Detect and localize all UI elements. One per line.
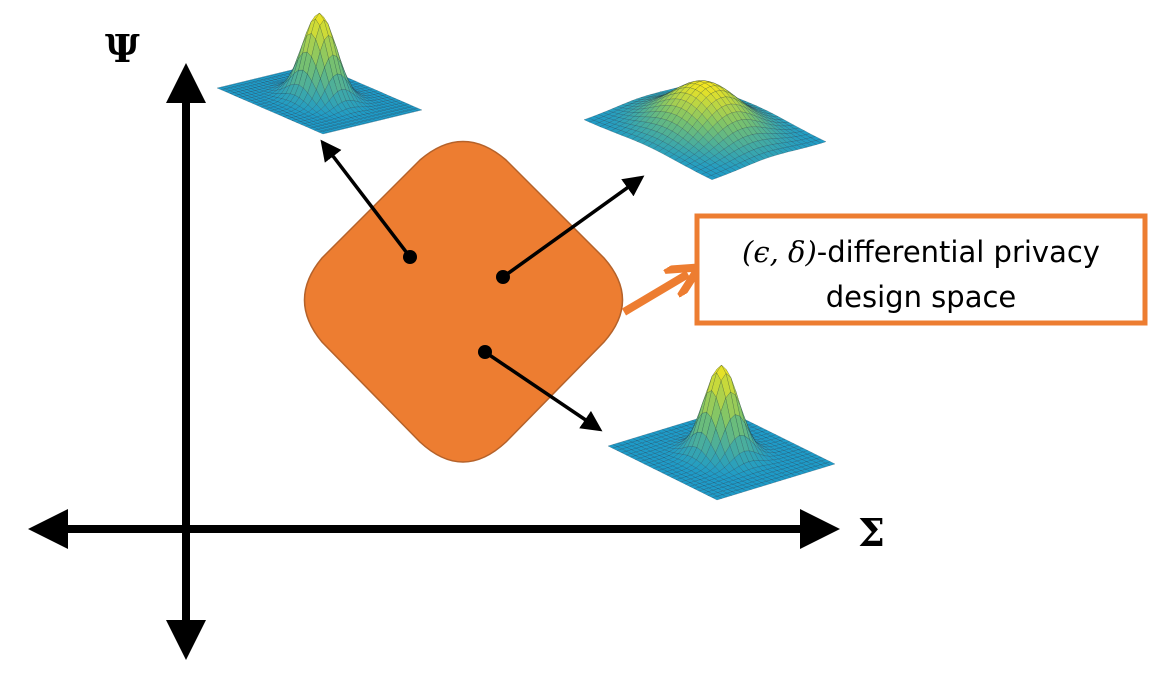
surface-cell	[791, 144, 803, 150]
mapping-arrows	[320, 139, 645, 432]
surface-cell	[731, 489, 743, 495]
surface-cell	[734, 162, 746, 169]
surface-cell	[786, 145, 798, 152]
arrow-2	[501, 175, 645, 279]
callout-line-2: design space	[826, 280, 1017, 314]
surface-cell	[706, 175, 718, 180]
callout-border	[694, 213, 1148, 326]
callout-box: (ϵ, δ)-differential privacy design space	[694, 213, 1148, 326]
surface-cell	[761, 480, 772, 486]
callout-math: (ϵ, δ)	[742, 235, 817, 269]
arrow-3	[484, 350, 603, 432]
arrow-1	[320, 139, 412, 259]
vertical-axis-label: Ψ	[105, 26, 140, 71]
surface-cell	[725, 167, 737, 173]
gaussian-surface-icon	[216, 12, 423, 135]
axes: Ψ Σ	[28, 26, 885, 660]
surface-cell	[749, 156, 760, 163]
gaussian-surface-icon	[583, 80, 827, 180]
surface-cell	[317, 130, 328, 135]
surface-cell	[729, 164, 741, 171]
surface-cell	[790, 471, 802, 477]
callout-line-1-text: -differential privacy	[817, 235, 1100, 269]
surface-cell	[711, 495, 723, 501]
callout-line-1: (ϵ, δ)-differential privacy	[742, 235, 1100, 269]
surface-cell	[820, 462, 831, 468]
surface-cell	[777, 147, 789, 154]
gaussian-surface-icon	[607, 364, 836, 501]
callout-connector-arrow	[621, 274, 688, 316]
horizontal-axis-label: Σ	[858, 510, 885, 555]
